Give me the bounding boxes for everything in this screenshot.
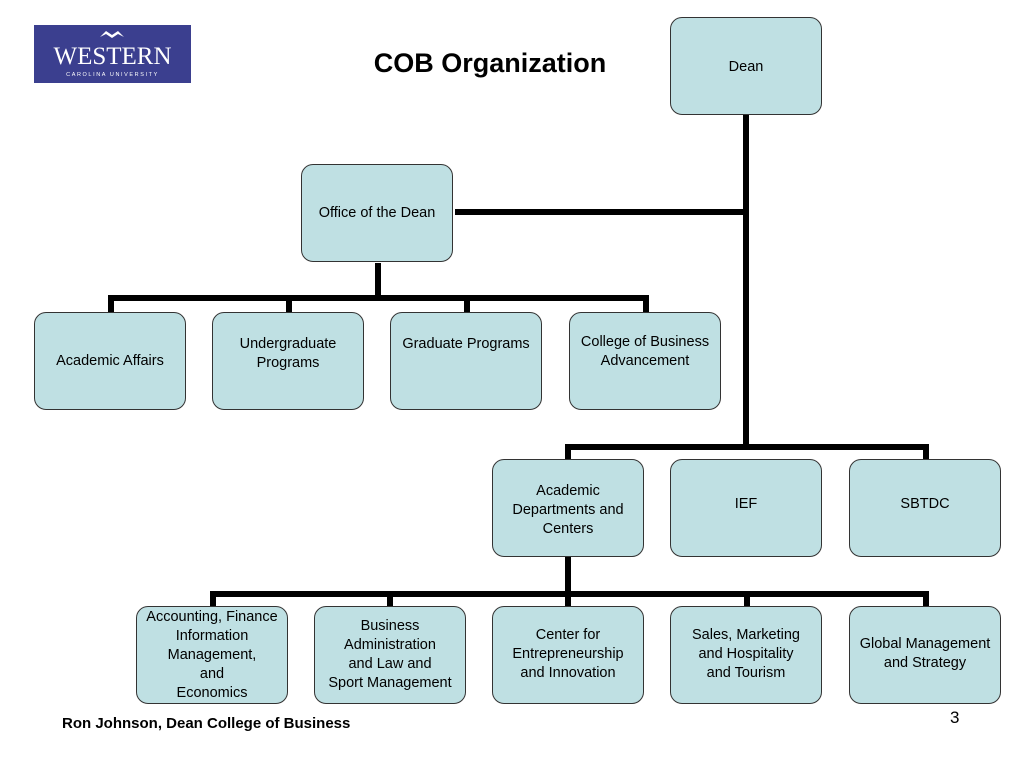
page-title: COB Organization: [373, 48, 607, 78]
entrepreneurship-center-box: Center for Entrepreneurship and Innovati…: [492, 606, 644, 704]
office-of-the-dean-label: Office of the Dean: [318, 204, 436, 221]
academic-departments-box: Academic Departments and Centers: [492, 459, 644, 557]
graduate-programs-box: Graduate Programs: [390, 312, 542, 410]
ief-label: IEF: [734, 495, 758, 512]
sbtdc-box: SBTDC: [849, 459, 1001, 557]
dean-label: Dean: [728, 59, 764, 75]
sales-marketing-label: Sales, Marketing and Hospitality and Tou…: [692, 626, 800, 681]
sbtdc-label: SBTDC: [900, 495, 950, 512]
sales-marketing-box: Sales, Marketing and Hospitality and Tou…: [670, 606, 822, 704]
logo-wordmark: WESTERN: [53, 43, 171, 70]
dean-box: Dean: [670, 17, 822, 115]
accounting-finance-label: Accounting, Finance Information Manageme…: [146, 608, 278, 701]
academic-affairs-box: Academic Affairs: [34, 312, 186, 410]
ief-box: IEF: [670, 459, 822, 557]
college-of-business-advancement-box: College of Business Advancement: [569, 312, 721, 410]
business-administration-label: Business Administration and Law and Spor…: [328, 618, 452, 691]
global-management-label: Global Management and Strategy: [859, 636, 991, 671]
footer-author: Ron Johnson, Dean College of Business: [62, 715, 351, 732]
academic-affairs-label: Academic Affairs: [56, 352, 164, 369]
undergraduate-programs-box: Undergraduate Programs: [212, 312, 364, 410]
entrepreneurship-center-label: Center for Entrepreneurship and Innovati…: [512, 626, 624, 681]
global-management-box: Global Management and Strategy: [849, 606, 1001, 704]
logo-subtext: CAROLINA UNIVERSITY: [66, 72, 159, 78]
accounting-finance-box: Accounting, Finance Information Manageme…: [136, 606, 288, 704]
office-of-the-dean-box: Office of the Dean: [301, 164, 453, 262]
page-number: 3: [950, 708, 960, 727]
college-of-business-advancement-label: College of Business Advancement: [580, 334, 710, 369]
academic-departments-label: Academic Departments and Centers: [512, 483, 624, 537]
undergraduate-programs-label: Undergraduate Programs: [239, 336, 337, 371]
graduate-programs-label: Graduate Programs: [402, 336, 530, 352]
university-logo: WESTERN CAROLINA UNIVERSITY: [34, 25, 191, 83]
business-administration-box: Business Administration and Law and Spor…: [314, 606, 466, 704]
